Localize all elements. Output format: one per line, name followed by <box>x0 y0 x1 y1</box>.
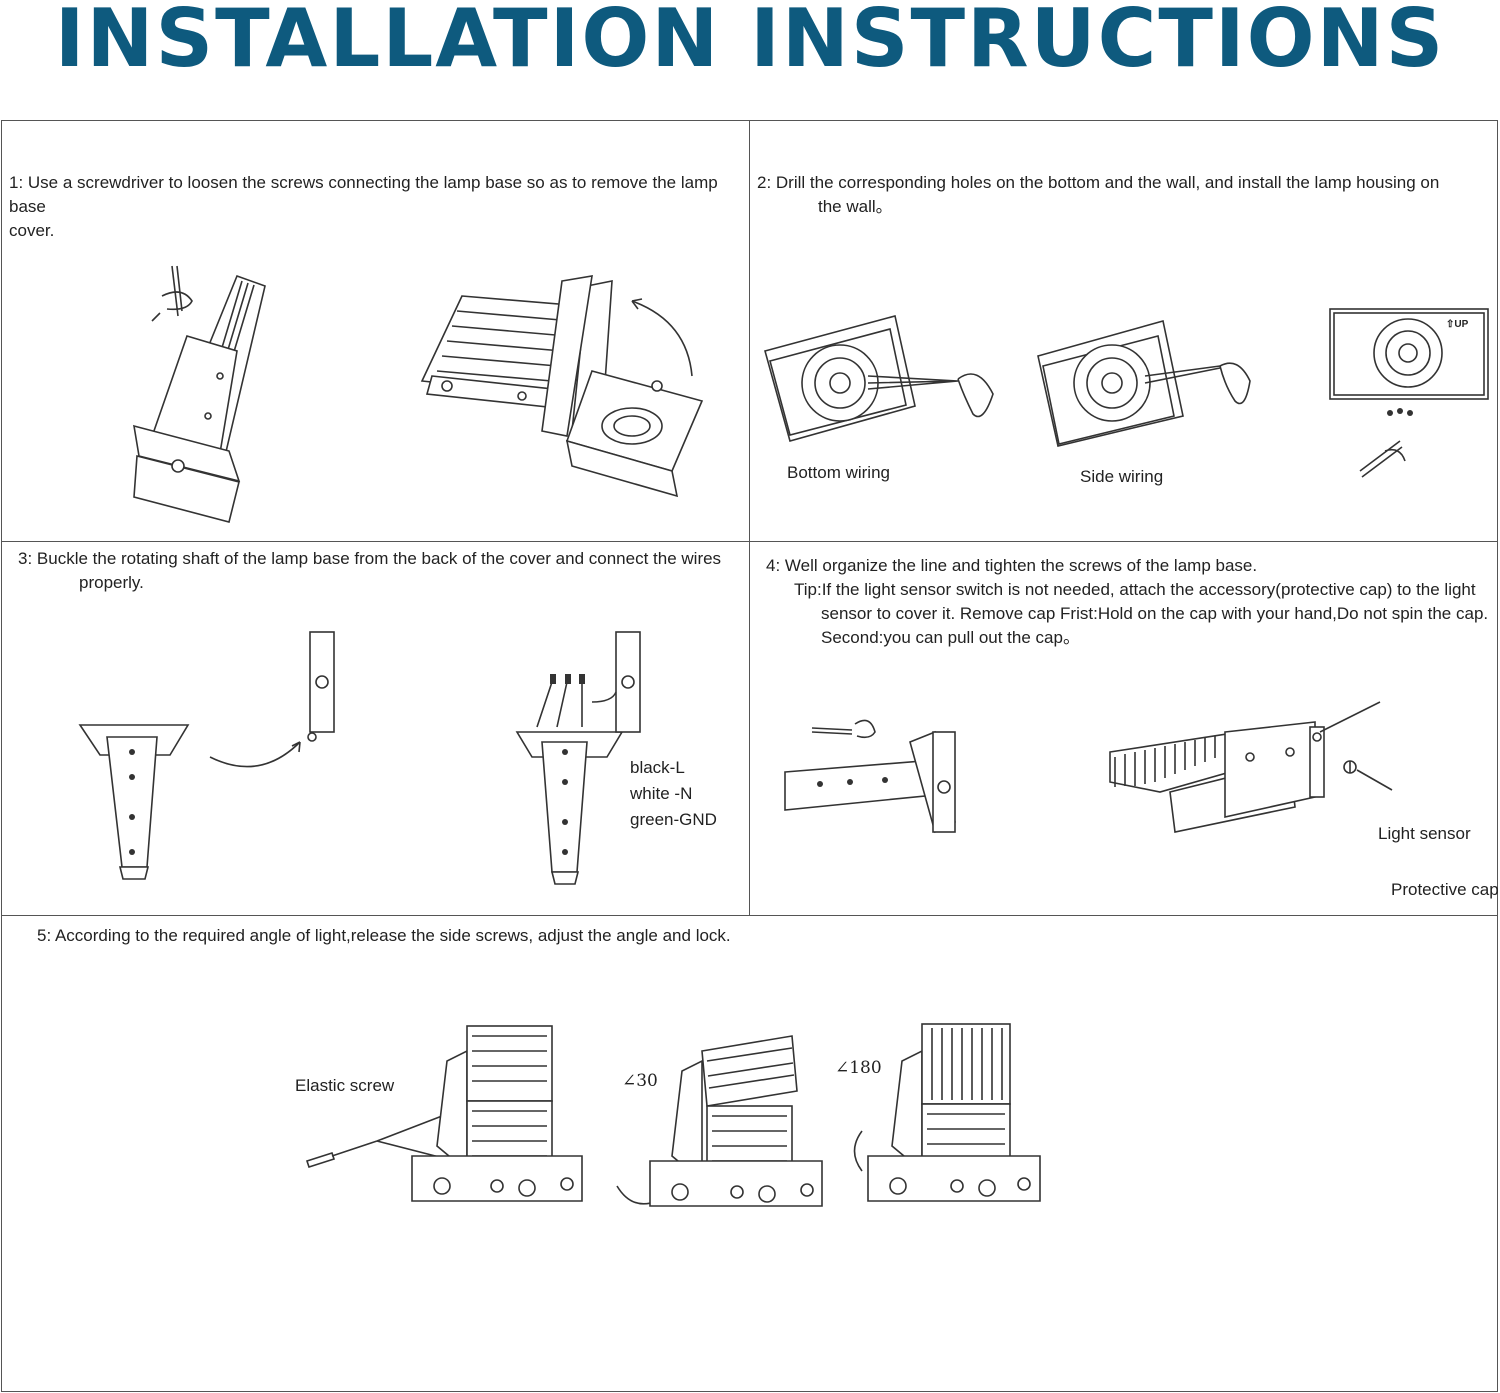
side-wiring-label: Side wiring <box>1080 467 1164 486</box>
lamp-base-cover-drawing <box>133 274 266 523</box>
wire-green-label: green-GND <box>630 810 717 829</box>
step-4-tip-1: Tip:If the light sensor switch is not ne… <box>794 580 1476 599</box>
light-sensor-pointer <box>1319 701 1381 733</box>
step-2-text: 2: Drill the corresponding holes on the … <box>757 171 1497 219</box>
lamp-with-sensor-drawing <box>1109 721 1325 833</box>
step-2-line-2: the wall。 <box>818 197 893 216</box>
instruction-grid: 1: Use a screwdriver to loosen the screw… <box>1 120 1499 1392</box>
screwdriver-icon <box>811 719 876 739</box>
step-3-line-1: 3: Buckle the rotating shaft of the lamp… <box>18 549 722 568</box>
buckle-arrow-icon <box>209 741 301 768</box>
rotation-arrow-icon <box>631 300 693 377</box>
elastic-screw-label: Elastic screw <box>295 1076 395 1095</box>
bottom-wiring-illustration <box>764 315 994 442</box>
step-4-panel: 4: Well organize the line and tighten th… <box>750 542 1499 916</box>
lamp-heatsink-drawing <box>420 295 583 409</box>
step-4-tip-3: Second:you can pull out the cap。 <box>821 628 1080 647</box>
wire-black-label: black-L <box>630 758 685 777</box>
rotate-arrow-180-icon <box>853 1130 863 1172</box>
wall-mounted-housing-illustration <box>1329 308 1489 478</box>
step-3-text: 3: Buckle the rotating shaft of the lamp… <box>18 547 748 595</box>
step-4-text: 4: Well organize the line and tighten th… <box>766 554 1496 650</box>
step-3-panel: 3: Buckle the rotating shaft of the lamp… <box>2 542 750 916</box>
lamp-base-cover-left <box>307 631 335 742</box>
tighten-screws-illustration <box>784 701 1393 834</box>
angle-30-label: ∠30 <box>622 1071 658 1091</box>
step-1-line-2: cover. <box>9 221 55 240</box>
lamp-angle-0-drawing <box>411 1025 583 1202</box>
step-4-line-1: 4: Well organize the line and tighten th… <box>766 556 1258 575</box>
lamp-base-side-drawing <box>784 730 956 834</box>
screwdriver-icon <box>305 1140 378 1169</box>
lamp-fixture-open-illustration <box>420 275 704 498</box>
step-1-text: 1: Use a screwdriver to loosen the screw… <box>9 171 749 243</box>
angle-adjustment-illustration <box>305 1023 1041 1207</box>
bottom-wiring-label: Bottom wiring <box>787 463 890 482</box>
rotating-shaft-illustration <box>78 631 641 885</box>
side-wiring-illustration <box>1037 319 1251 447</box>
protective-cap-icon <box>1343 760 1357 774</box>
step-1-line-1: 1: Use a screwdriver to loosen the screw… <box>9 173 718 216</box>
step-1-panel: 1: Use a screwdriver to loosen the screw… <box>2 121 750 542</box>
lamp-base-assembled-right <box>515 631 641 885</box>
lamp-angle-180-drawing <box>867 1023 1041 1202</box>
step-2-panel: 2: Drill the corresponding holes on the … <box>750 121 1498 542</box>
step-5-text: 5: According to the required angle of li… <box>37 924 1437 948</box>
step-5-line-1: 5: According to the required angle of li… <box>37 926 731 945</box>
wire-color-legend: black-L white -N green-GND <box>630 755 717 833</box>
page-title: INSTALLATION INSTRUCTIONS <box>54 0 1446 85</box>
lamp-angle-30-drawing <box>649 1035 823 1207</box>
wire-white-label: white -N <box>630 784 693 803</box>
protective-cap-label: Protective cap <box>1391 880 1499 899</box>
lamp-base-box-drawing <box>565 370 704 498</box>
angle-180-label: ∠180 <box>835 1058 882 1078</box>
step-2-line-1: 2: Drill the corresponding holes on the … <box>757 173 1440 192</box>
up-mark-label: ⇧UP <box>1446 319 1469 330</box>
step-5-panel: 5: According to the required angle of li… <box>2 916 1497 1391</box>
led-grid <box>472 1035 547 1157</box>
step-4-tip-2: sensor to cover it. Remove cap Frist:Hol… <box>821 604 1489 623</box>
light-sensor-label: Light sensor <box>1378 824 1471 843</box>
screwdriver-icon <box>151 265 193 322</box>
lamp-base-bracket-left <box>78 724 190 880</box>
step-3-line-2: properly. <box>79 573 144 592</box>
lamp-base-illustration <box>133 265 266 523</box>
